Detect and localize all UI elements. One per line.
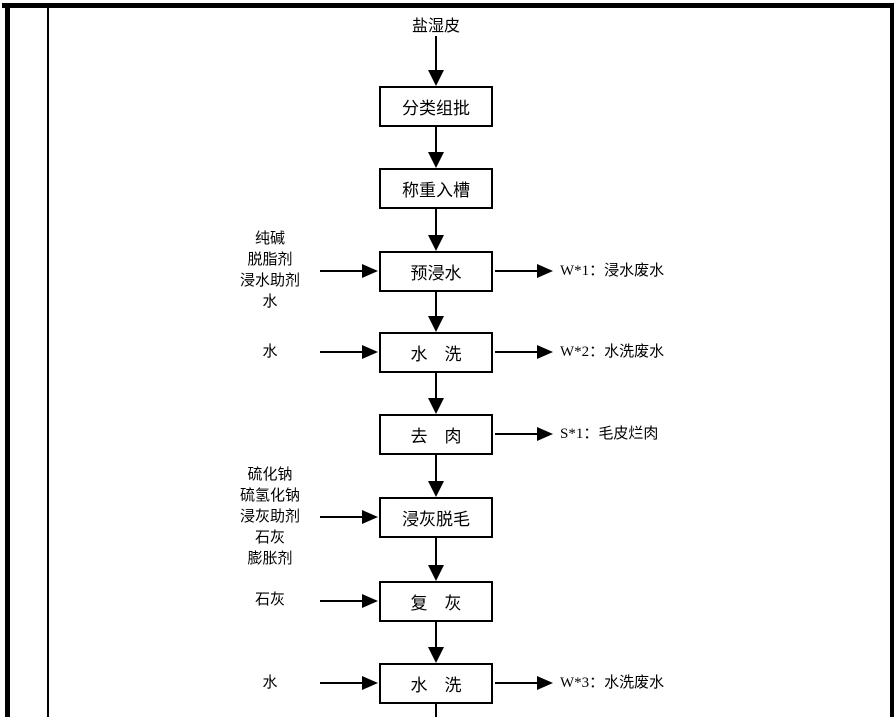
page-border-left (5, 3, 10, 717)
down-arrowhead-icon (428, 481, 444, 497)
input-line: 纯碱 (254, 231, 285, 247)
input-label-relime: 石灰 (214, 590, 326, 611)
flow-start-label: 盐湿皮 (411, 18, 460, 35)
flow-box-lime-dehair: 浸灰脱毛 (379, 497, 493, 538)
right-arrowhead-icon (537, 676, 553, 690)
flow-box-wash-2: 水 洗 (379, 663, 493, 704)
input-arrow-line (320, 516, 364, 518)
output-label-s1: S*1：毛皮烂肉 (560, 426, 659, 442)
flow-box-relime: 复 灰 (379, 581, 493, 622)
flow-box-classify-batch: 分类组批 (379, 86, 493, 127)
right-arrowhead-icon (537, 427, 553, 441)
input-line: 水 (262, 675, 278, 691)
right-arrowhead-icon (362, 594, 378, 608)
output-label-w2: W*2：水洗废水 (560, 344, 665, 360)
right-arrowhead-icon (362, 264, 378, 278)
output-label-w3: W*3：水洗废水 (560, 675, 665, 691)
right-arrowhead-icon (537, 345, 553, 359)
input-line: 膨胀剂 (247, 551, 293, 567)
flow-box-weigh-in: 称重入槽 (379, 168, 493, 209)
output-arrow-line (495, 433, 537, 435)
input-arrow-line (320, 600, 364, 602)
down-arrowhead-icon (428, 398, 444, 414)
input-line: 石灰 (254, 592, 285, 608)
input-line: 水 (262, 294, 278, 310)
down-arrowhead-icon (428, 565, 444, 581)
down-arrow-line (435, 292, 437, 316)
down-arrowhead-icon (428, 235, 444, 251)
input-line: 硫氢化钠 (239, 488, 300, 504)
down-arrow-line (435, 455, 437, 481)
input-label-lime-dehair: 硫化钠 硫氢化钠 浸灰助剂 石灰 膨胀剂 (214, 465, 326, 570)
page-border-top (2, 3, 893, 8)
right-arrowhead-icon (362, 676, 378, 690)
input-arrow-line (320, 351, 364, 353)
input-line: 脱脂剂 (247, 252, 293, 268)
down-arrow-line (435, 127, 437, 152)
down-arrow-line (435, 538, 437, 565)
flow-continuation-line (435, 704, 437, 717)
input-arrow-line (320, 270, 364, 272)
down-arrow-line (435, 622, 437, 647)
output-arrow-line (495, 270, 537, 272)
down-arrowhead-icon (428, 70, 444, 86)
input-label-wash-1: 水 (214, 342, 326, 363)
input-line: 水 (262, 344, 278, 360)
flow-box-presoak: 预浸水 (379, 251, 493, 292)
output-arrow-line (495, 682, 537, 684)
output-arrow-line (495, 351, 537, 353)
input-line: 石灰 (254, 530, 285, 546)
down-arrow-line (435, 36, 437, 70)
down-arrowhead-icon (428, 647, 444, 663)
down-arrowhead-icon (428, 152, 444, 168)
right-arrowhead-icon (537, 264, 553, 278)
input-line: 浸水助剂 (239, 273, 300, 289)
input-line: 浸灰助剂 (239, 509, 300, 525)
down-arrowhead-icon (428, 316, 444, 332)
input-arrow-line (320, 682, 364, 684)
page-border-right (890, 3, 894, 717)
output-label-w1: W*1：浸水废水 (560, 263, 665, 279)
input-label-wash-2: 水 (214, 673, 326, 694)
table-column-divider (47, 8, 49, 717)
input-line: 硫化钠 (247, 467, 293, 483)
flow-box-wash-1: 水 洗 (379, 332, 493, 373)
input-label-presoak: 纯碱 脱脂剂 浸水助剂 水 (214, 229, 326, 313)
right-arrowhead-icon (362, 345, 378, 359)
down-arrow-line (435, 209, 437, 235)
down-arrow-line (435, 373, 437, 398)
right-arrowhead-icon (362, 510, 378, 524)
flow-box-deflesh: 去 肉 (379, 414, 493, 455)
